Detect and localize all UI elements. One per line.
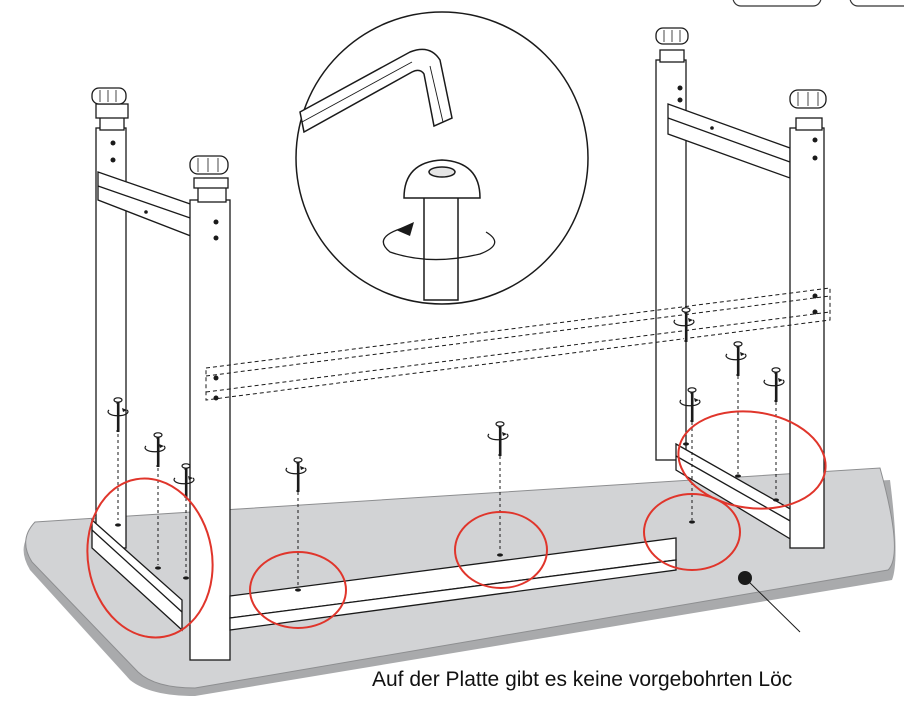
screw-2	[144, 431, 166, 565]
leveling-foot-back-right	[655, 27, 689, 45]
rotation-arrow-icon	[382, 222, 496, 261]
screw-7	[725, 340, 747, 474]
left-frame	[91, 103, 677, 661]
hex-key-icon	[299, 48, 453, 134]
highlight-right-rail	[677, 410, 827, 510]
screw-8	[763, 366, 785, 498]
right-frame	[655, 49, 825, 549]
highlight-circles	[86, 410, 827, 639]
corner-fragment-right	[849, 0, 904, 7]
leveling-foot-front-right	[789, 89, 827, 109]
detail-zoom	[295, 11, 589, 305]
annotation-pointer	[738, 571, 801, 633]
bolt-head	[403, 159, 481, 301]
leveling-foot-back-left	[91, 87, 127, 105]
screw-5	[487, 420, 509, 552]
screw-1	[107, 396, 129, 520]
screw-6	[673, 306, 695, 440]
highlight-front-right	[643, 493, 741, 571]
screw-3	[173, 462, 195, 575]
highlight-left-rail	[86, 477, 214, 639]
corner-fragment-left	[732, 0, 822, 7]
dashed-crossbeam	[205, 287, 831, 401]
highlight-front-left	[249, 551, 347, 629]
leg-holes	[110, 85, 818, 401]
caption-note: Auf der Platte gibt es keine vorgebohrte…	[372, 668, 793, 691]
screw-4	[285, 456, 307, 588]
leveling-foot-front-left	[189, 155, 229, 175]
screw-holes	[115, 442, 779, 592]
screw-9	[679, 386, 701, 520]
highlight-front-center	[454, 511, 548, 589]
